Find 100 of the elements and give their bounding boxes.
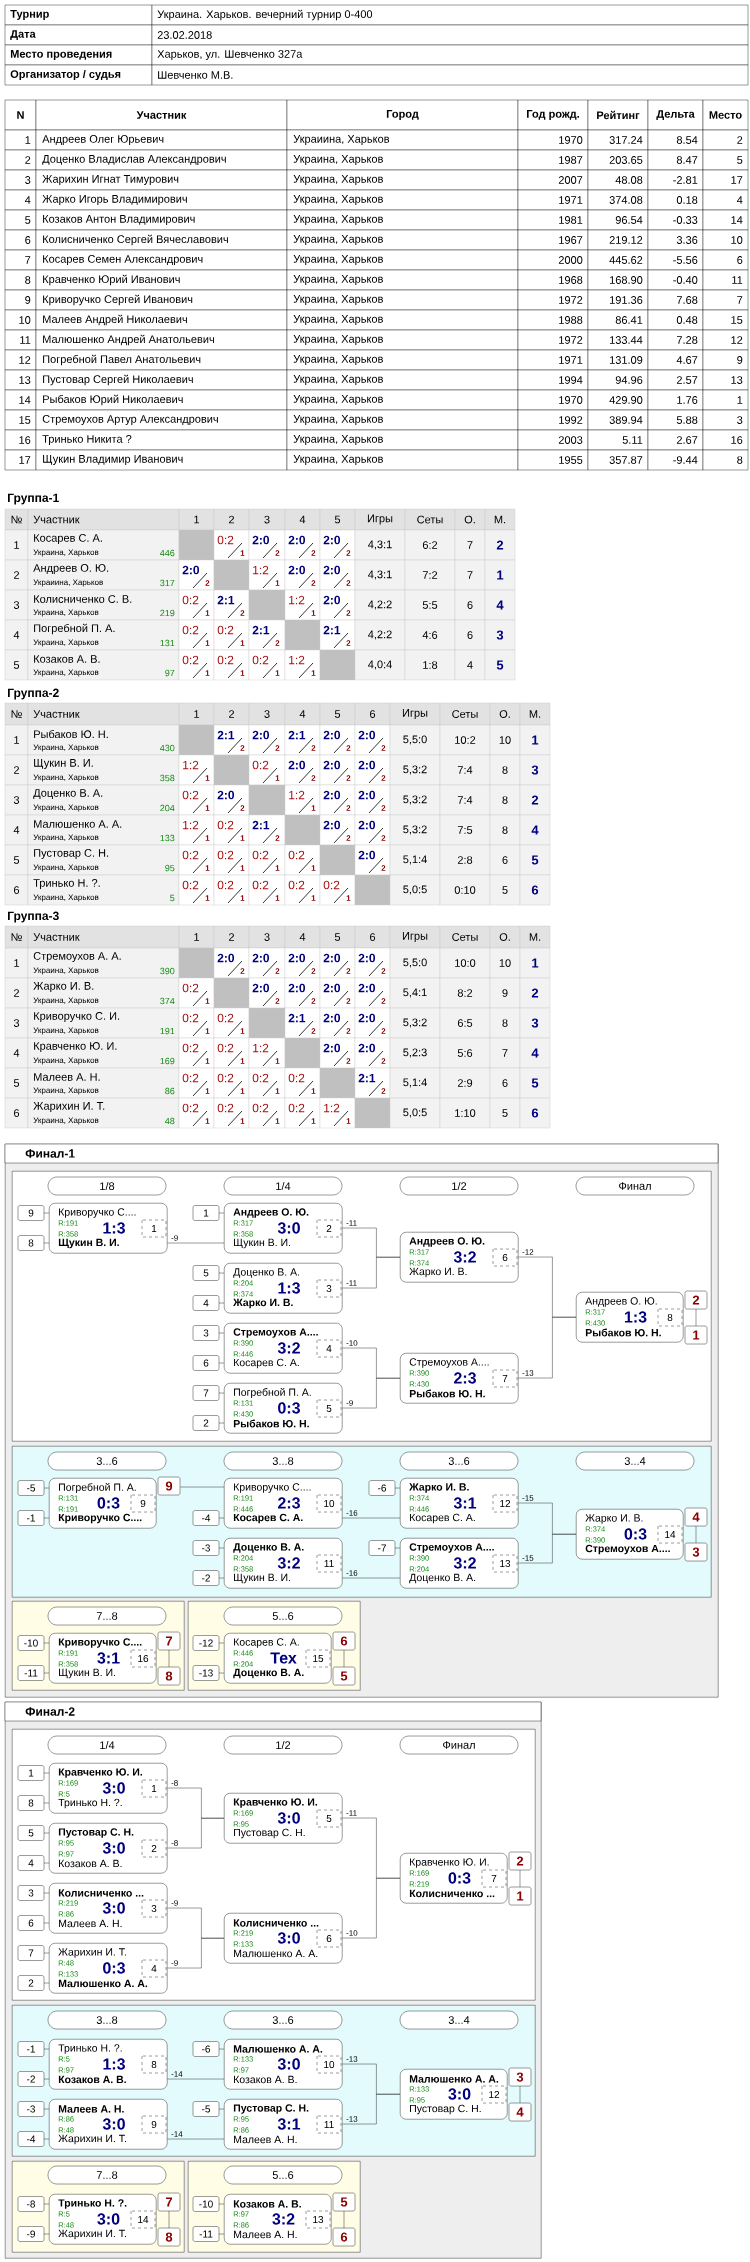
round-header: 3...4	[575, 1451, 695, 1471]
score-cell: 1:2 1	[248, 559, 286, 591]
label: 131	[160, 639, 175, 647]
table-cell: 131.09	[587, 349, 649, 371]
score-cell: 2:0 2	[248, 724, 286, 756]
header-cell: Сеты	[404, 508, 456, 531]
table-cell: 2	[4, 559, 29, 591]
place-box: 1	[508, 1886, 532, 1906]
header-cell: Рейтинг	[587, 99, 649, 131]
edge-label: -14	[171, 2131, 183, 2137]
score-cell: 0:2 1	[319, 874, 356, 906]
seed-box: -10	[192, 2196, 225, 2212]
table-cell: 11	[4, 329, 37, 351]
table-cell: 11	[702, 269, 749, 291]
score-cell: 2:1 2	[248, 619, 286, 651]
table-cell: 7	[702, 289, 749, 311]
place-box: 3	[684, 1542, 708, 1562]
table-cell: 5	[489, 1097, 521, 1129]
header-cell: Игры	[389, 925, 441, 949]
table-cell: 374.08	[587, 189, 649, 211]
score-cell: 0:2 1	[213, 1067, 250, 1099]
score-cell: 0:2 1	[213, 814, 250, 846]
score-cell: 0:2 1	[178, 1097, 215, 1129]
label: Украина, Харьков	[33, 744, 99, 752]
place-box: 8	[157, 1666, 181, 1686]
score-cell: 1:2 1	[178, 814, 215, 846]
score-cell: 0:2 1	[284, 874, 321, 906]
label: 430	[159, 744, 175, 752]
label: Жарко И. В.	[33, 982, 94, 992]
table-cell: 0.48	[647, 309, 704, 331]
table-cell: -2.81	[647, 169, 704, 191]
header-cell: Дельта	[647, 99, 704, 131]
table-cell: 4,0:4	[354, 649, 406, 681]
table-cell: 5	[489, 874, 521, 906]
score-cell: 2:0 2	[354, 1007, 391, 1039]
table-cell: 3	[702, 409, 749, 431]
table-cell: 14	[4, 389, 37, 411]
label: Погребной П. А.	[34, 623, 115, 635]
table-cell: 6	[519, 1097, 551, 1129]
table-cell: 1981	[517, 209, 589, 231]
seed-box: -5	[192, 2101, 225, 2117]
table-cell: 6	[4, 874, 29, 906]
bracket-line	[518, 1534, 577, 1564]
table-cell: 96.54	[587, 209, 649, 231]
table-cell: 5,1:4	[389, 844, 441, 876]
edge-label: -15	[522, 1555, 534, 1561]
table-cell: 1	[484, 559, 516, 591]
table-cell: 5,5:0	[389, 947, 441, 979]
table-cell: 4:6	[404, 619, 456, 651]
table-cell: 5	[4, 844, 29, 876]
bracket-line	[180, 1486, 225, 1488]
table-cell: 1968	[517, 269, 589, 291]
label: Украина, Харьков	[33, 834, 99, 842]
seed-box: -10	[17, 1635, 50, 1651]
seed-box: -2	[192, 1570, 225, 1586]
score-cell: 2:0 2	[354, 1037, 391, 1069]
score-cell: 2:0 2	[354, 724, 391, 756]
label: Доценко В. А.	[33, 789, 103, 799]
table-cell: 10	[489, 947, 521, 979]
label: 317	[160, 579, 175, 587]
table-cell: 17	[4, 449, 37, 471]
seed-box: -3	[192, 1540, 225, 1556]
header-cell: М.	[484, 508, 516, 531]
table-cell: 9	[4, 289, 37, 311]
table-cell: 3	[484, 619, 516, 651]
label: Малеев А. Н.	[34, 1073, 100, 1081]
table-cell: 5	[4, 649, 29, 681]
seed-box: -11	[17, 1665, 50, 1681]
seed-box: -7	[368, 1540, 401, 1556]
score-cell: 2:0 2	[319, 589, 356, 621]
edge-label: -10	[346, 1930, 358, 1936]
table-cell: 445.62	[587, 249, 649, 271]
score-cell: 1:2 1	[178, 754, 215, 786]
label: Козаков А. В.	[34, 655, 100, 663]
table-cell: 1972	[517, 329, 589, 351]
table-cell: 6	[702, 249, 749, 271]
label: Малюшенко А. А.	[34, 820, 122, 828]
table-cell: -0.33	[647, 209, 704, 231]
label: Украина, Харьков	[33, 967, 99, 975]
table-cell: 2:9	[439, 1067, 491, 1099]
score-cell: 0:2 1	[284, 1067, 321, 1099]
score-cell: 2:0 2	[354, 754, 391, 786]
table-cell: 3	[519, 1007, 551, 1039]
table-cell: 1.76	[647, 389, 704, 411]
place-box: 5	[332, 2192, 356, 2212]
table-cell: 94.96	[587, 369, 649, 391]
round-header: 3...6	[47, 1451, 167, 1471]
score-cell: 2:0 2	[319, 977, 356, 1009]
score-cell: 2:0 2	[248, 947, 286, 979]
score-cell: 0:2 1	[248, 844, 286, 876]
place-box: 7	[157, 2192, 181, 2212]
label: 446	[159, 549, 175, 557]
score-cell: 0:2 1	[178, 874, 215, 906]
score-cell: 2:1 2	[284, 1007, 321, 1039]
place-box: 9	[157, 1476, 181, 1496]
seed-box: -3	[17, 2101, 50, 2117]
header-cell: 3	[248, 508, 286, 531]
score-cell: 1:2 1	[284, 784, 321, 816]
table-cell: 8.47	[647, 149, 704, 171]
table-cell: 1972	[517, 289, 589, 311]
